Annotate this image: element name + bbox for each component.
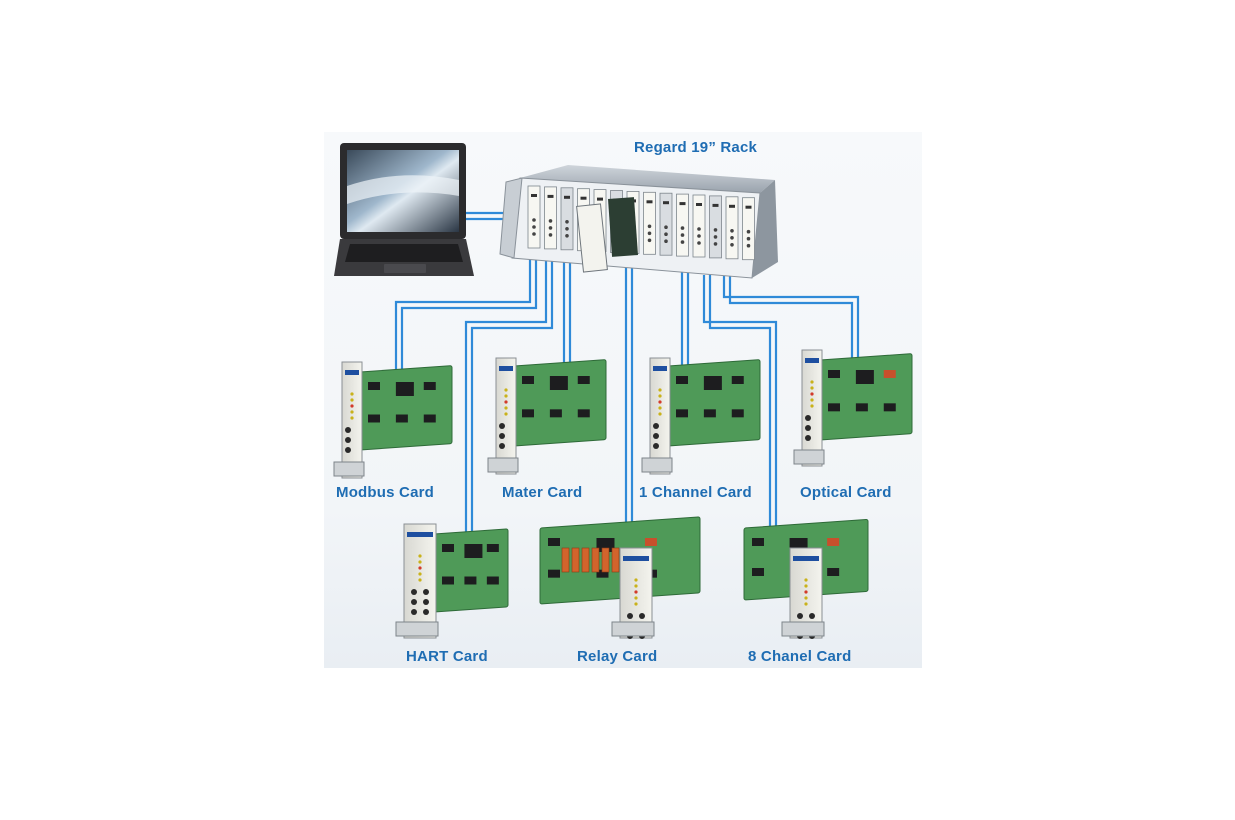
cable-8chanel — [702, 275, 778, 534]
cards-layer — [333, 349, 913, 639]
cable-optical — [722, 275, 860, 362]
rack-slot-module — [560, 187, 574, 251]
cable-mater — [562, 256, 572, 368]
rack-slot-module — [544, 186, 557, 250]
card-label-optical: Optical Card — [800, 484, 892, 501]
rack-title: Regard 19” Rack — [634, 139, 758, 156]
rack-slot-module — [692, 194, 706, 258]
card-graphic-1-channel — [641, 357, 761, 475]
rack-slot-module — [659, 192, 673, 256]
card-label-mater: Mater Card — [502, 484, 583, 501]
cable-group — [394, 211, 860, 534]
card-graphic-8-chanel — [743, 519, 869, 639]
rack-slot-module — [527, 185, 541, 249]
cable-1channel — [680, 268, 690, 372]
rack-slot-module — [725, 196, 739, 260]
rack-slot-module — [709, 195, 722, 259]
card-graphic-relay — [539, 516, 701, 639]
card-graphic-mater — [487, 357, 607, 475]
cable-hart — [464, 250, 554, 532]
rack-19-inch — [499, 165, 778, 279]
rack-slot-module — [676, 193, 689, 257]
card-label-8-chanel: 8 Chanel Card — [748, 648, 852, 665]
card-graphic-modbus — [333, 361, 453, 479]
cable-relay — [624, 262, 634, 530]
laptop — [334, 143, 474, 276]
rack-slot-module — [643, 191, 656, 255]
card-label-1-channel: 1 Channel Card — [639, 484, 752, 501]
cable-modbus — [394, 250, 538, 372]
card-label-relay: Relay Card — [577, 648, 658, 665]
rack-slot-module — [742, 197, 755, 261]
card-label-hart: HART Card — [406, 648, 488, 665]
card-graphic-hart — [395, 523, 509, 639]
card-graphic-optical — [793, 349, 913, 467]
card-label-modbus: Modbus Card — [336, 484, 435, 501]
